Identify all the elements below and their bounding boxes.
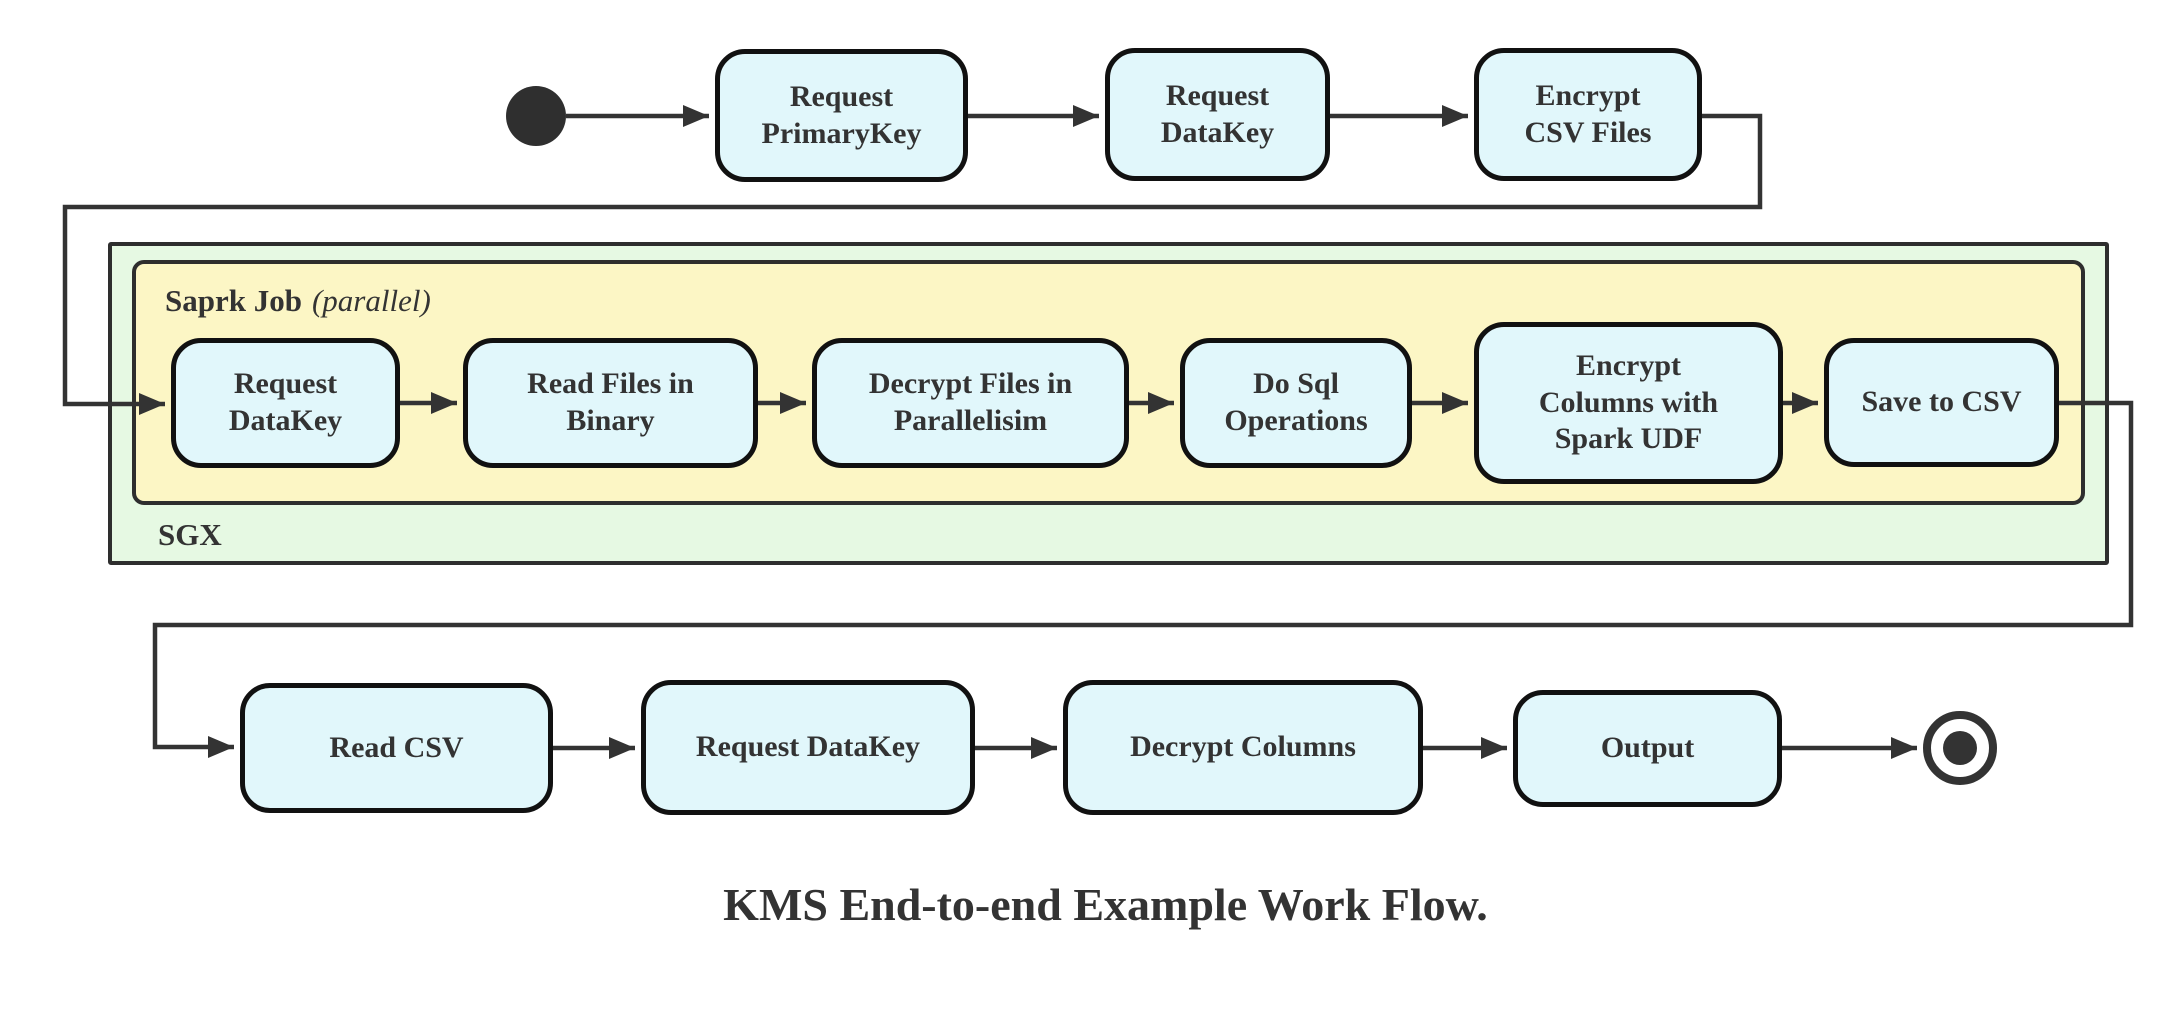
state-output: Output xyxy=(1513,690,1782,807)
state-request-datakey-bottom: Request DataKey xyxy=(641,680,975,815)
state-encrypt-csv-files: Encrypt CSV Files xyxy=(1474,48,1702,181)
state-read-csv: Read CSV xyxy=(240,683,553,813)
diagram-caption: KMS End-to-end Example Work Flow. xyxy=(723,879,1488,930)
state-request-datakey-top: Request DataKey xyxy=(1105,48,1330,181)
state-do-sql-operations: Do Sql Operations xyxy=(1180,338,1412,468)
state-request-primarykey: Request PrimaryKey xyxy=(715,49,968,182)
state-decrypt-files-in-parallelisim: Decrypt Files in Parallelisim xyxy=(812,338,1129,468)
state-save-to-csv: Save to CSV xyxy=(1824,338,2059,467)
state-read-files-in-binary: Read Files in Binary xyxy=(463,338,758,468)
start-state xyxy=(506,86,566,146)
state-decrypt-columns: Decrypt Columns xyxy=(1063,680,1423,815)
edge-encrypt-csv-to-sgx-request-datakey xyxy=(62,113,1763,415)
spark-job-label: Saprk Job (parallel) xyxy=(165,283,431,318)
end-state xyxy=(1923,711,1997,785)
spark-job-mode: (parallel) xyxy=(311,283,431,318)
sgx-label: SGX xyxy=(158,517,222,552)
spark-job-title: Saprk Job xyxy=(165,283,302,318)
edge-save-csv-to-read-csv xyxy=(152,400,2134,758)
state-request-datakey-spark: Request DataKey xyxy=(171,338,400,468)
state-encrypt-columns-with-spark-udf: Encrypt Columns with Spark UDF xyxy=(1474,322,1783,484)
